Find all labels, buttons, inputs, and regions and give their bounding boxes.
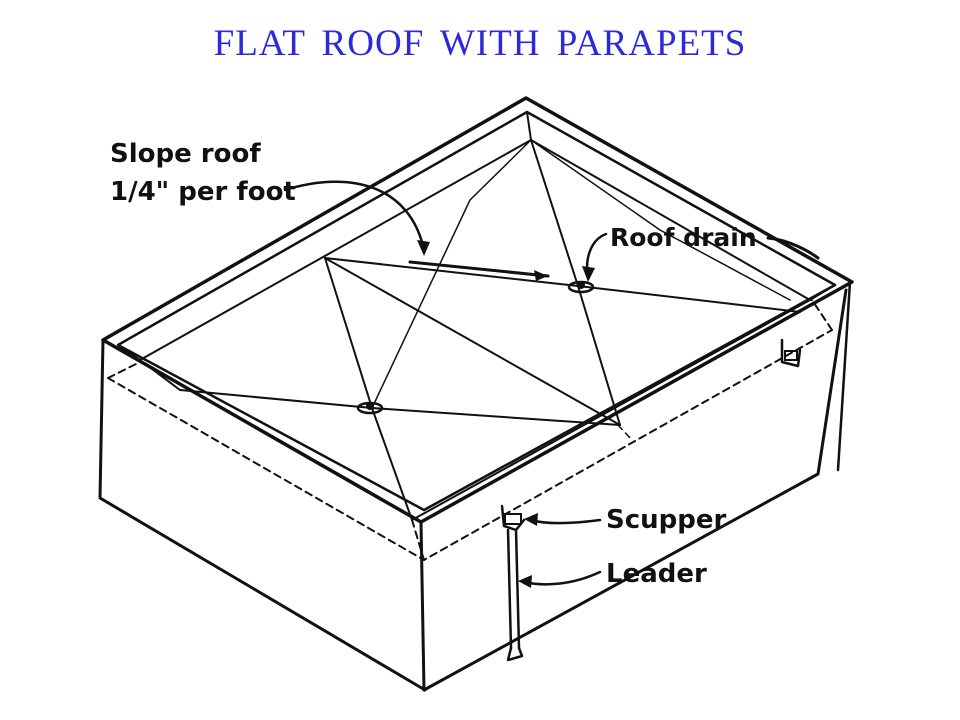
drain-center-left [366,402,374,410]
parapet [101,96,854,524]
ridge-top [324,257,579,287]
left-diamond-edge [139,359,181,391]
slope-label-line2: 1/4" per foot [110,177,296,207]
right-diamond-left [371,139,532,409]
hidden-roof-lines [107,299,833,561]
leader-right-line [514,528,521,650]
leader-label: Leader [606,559,707,589]
slope-leader-curve [283,180,426,252]
roof-deck [139,139,811,521]
slope-arrow-head [534,270,548,281]
left-diamond-cross [179,389,621,426]
dashed-left-end [107,361,141,379]
right-diamond-cross [577,285,801,313]
scupper-box-side [784,350,798,361]
dashed-crease-end [617,424,633,441]
parapet-outer-rim [101,96,854,524]
drain-label-tail [766,236,820,260]
roof-drain-icon [356,280,595,415]
leader-shoe [506,646,524,662]
leader-callout-curve [522,570,602,586]
roof-deck-edge [139,139,811,521]
parapet-left-inner [117,344,141,361]
roof-drain-label: Roof drain [610,223,757,252]
drain-callout [582,232,820,282]
drain-callout-head [582,266,595,282]
scupper-label: Scupper [606,505,727,535]
front-corner-edge [419,520,426,692]
scupper-side [780,338,802,368]
drain-center-right [577,281,585,289]
scupper-callout-curve [528,518,602,525]
callout-arrows [518,513,602,588]
right-diamond-upper [530,139,791,301]
right-wall-outline [422,288,848,692]
slope-arrow-icon [283,180,550,281]
dashed-front-corner [411,519,425,561]
scupper-callout-head [524,513,538,526]
page-title: FLAT ROOF WITH PARAPETS [213,23,747,64]
ridge-diagonal [324,257,621,426]
left-wall-outline [98,338,427,692]
slope-arrow-shaft [408,260,550,278]
scupper-icon [500,338,802,532]
dashed-right-end [811,299,833,331]
parapet-back-inner [526,111,532,141]
leader-callout-head [518,575,532,588]
leader-left-line [506,528,513,650]
parapet-right-inner [809,284,836,301]
slope-leader-head [417,240,430,256]
leader-pipe [506,528,524,662]
right-corner-edge [836,280,852,472]
slope-label-line1: Slope roof [110,139,261,169]
scupper-box-front [504,513,522,525]
